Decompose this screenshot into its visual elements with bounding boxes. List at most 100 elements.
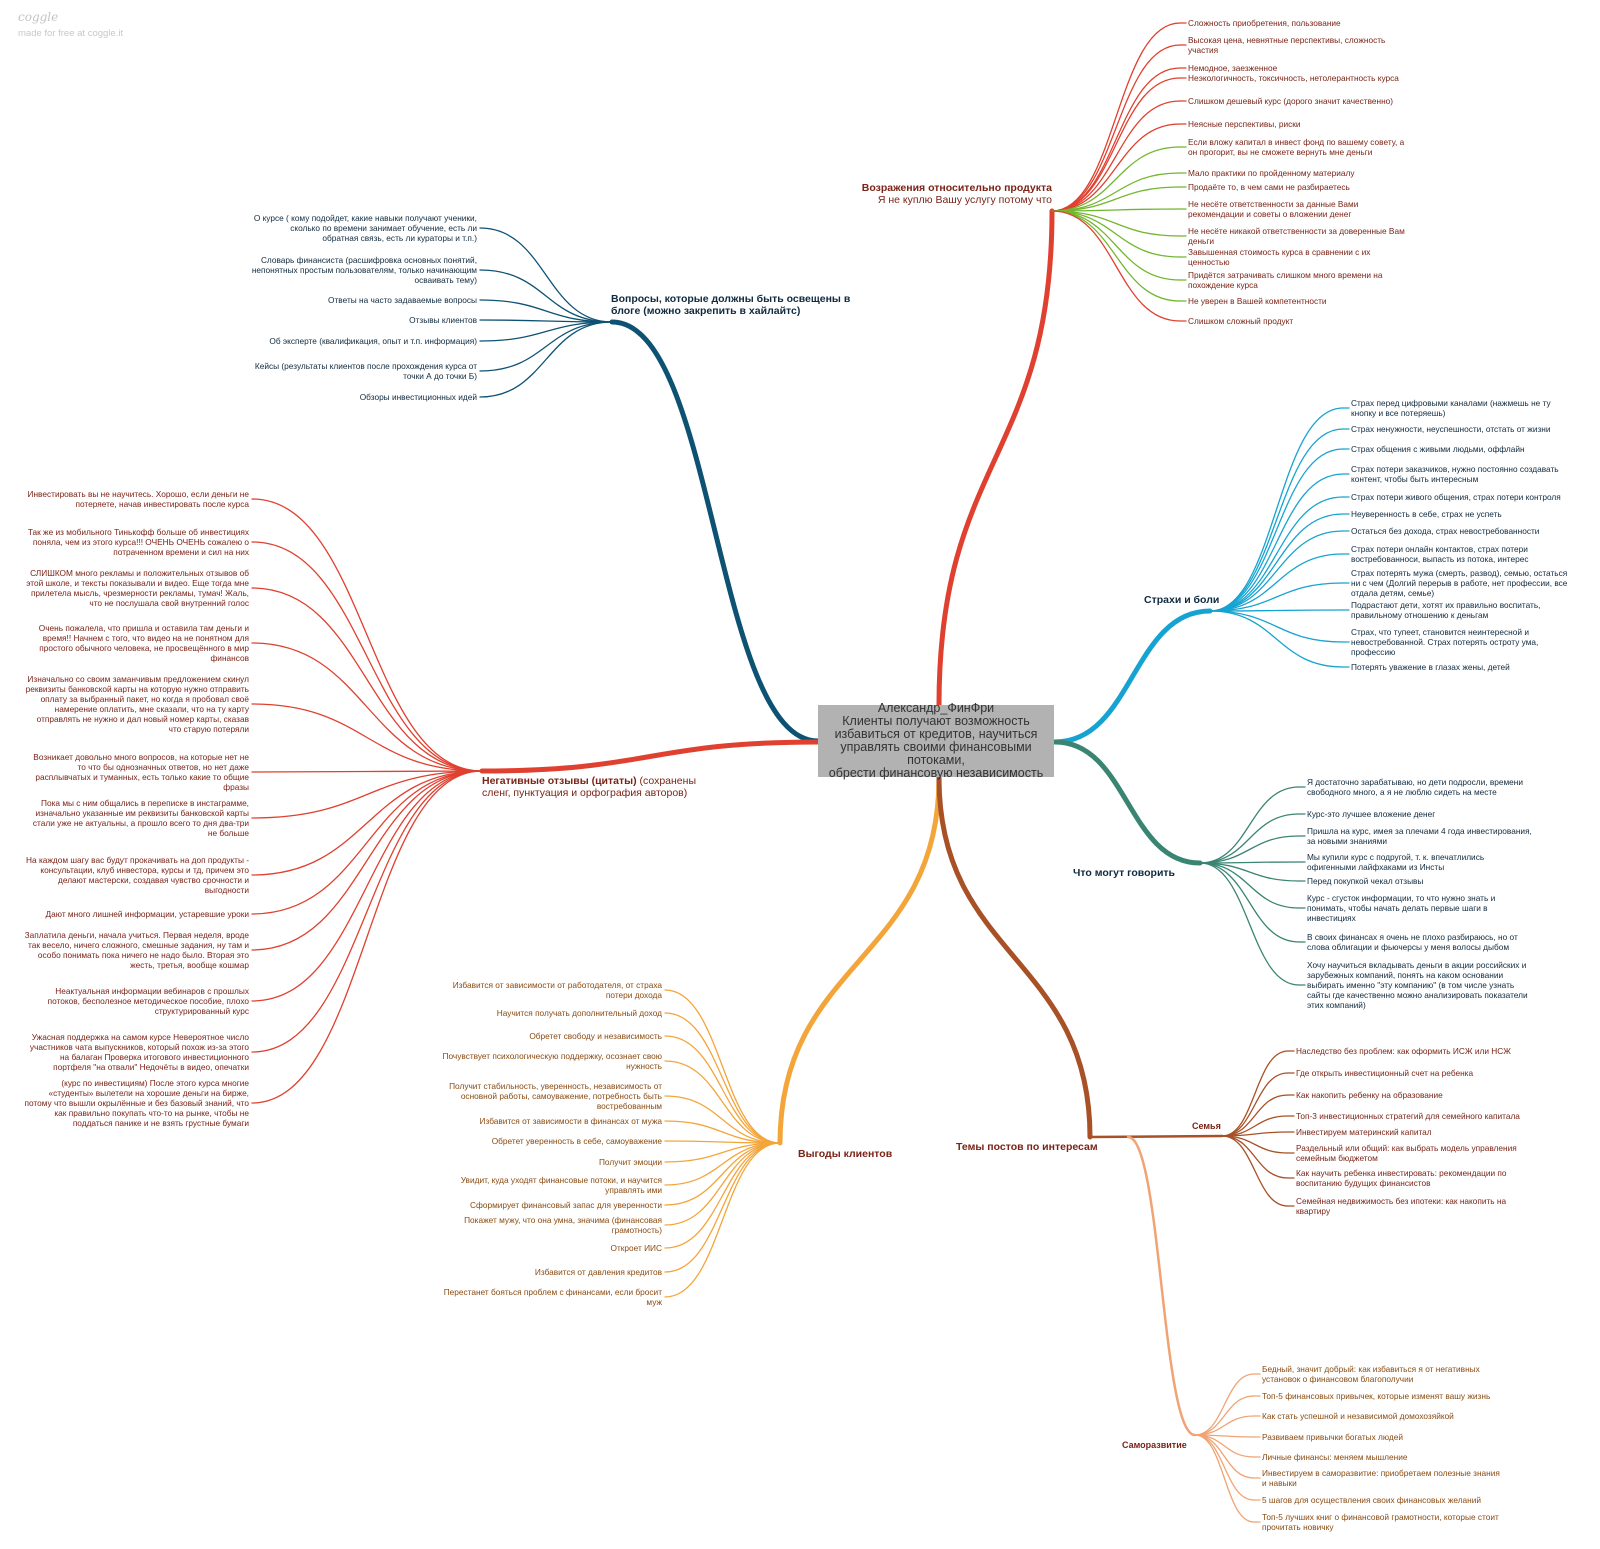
- objections-item[interactable]: Неясные перспективы, риски: [1188, 119, 1301, 129]
- benefits-item[interactable]: Избавится от зависимости в финансах от м…: [480, 1116, 662, 1126]
- family-item[interactable]: Наследство без проблем: как оформить ИСЖ…: [1296, 1046, 1511, 1056]
- objections-item[interactable]: Слишком сложный продукт: [1188, 316, 1293, 326]
- self-item-line: Бедный, значит добрый: как избавиться я …: [1262, 1364, 1480, 1374]
- benefits-item[interactable]: Избавится от зависимости от работодателя…: [453, 980, 662, 1000]
- self-item[interactable]: Личные финансы: меняем мышление: [1262, 1452, 1407, 1462]
- say-item[interactable]: Пришла на курс, имея за плечами 4 года и…: [1307, 826, 1532, 846]
- branch-negative[interactable]: Негативные отзывы (цитаты) (сохранены сл…: [482, 775, 696, 799]
- questions-item[interactable]: Кейсы (результаты клиентов после прохожд…: [255, 361, 477, 381]
- branch-fears[interactable]: Страхи и боли: [1144, 594, 1219, 606]
- objections-item[interactable]: Сложность приобретения, пользование: [1188, 18, 1341, 28]
- fears-item[interactable]: Потерять уважение в глазах жены, детей: [1351, 662, 1510, 672]
- questions-item[interactable]: О курсе ( кому подойдет, какие навыки по…: [254, 213, 477, 243]
- family-item[interactable]: Раздельный или общий: как выбрать модель…: [1296, 1143, 1517, 1163]
- fears-item[interactable]: Подрастают дети, хотят их правильно восп…: [1351, 600, 1540, 620]
- fears-item[interactable]: Страх потерять мужа (смерть, развод), се…: [1351, 568, 1567, 598]
- say-item[interactable]: В своих финансах я очень не плохо разбир…: [1307, 932, 1518, 952]
- family-connector: [1221, 1072, 1289, 1137]
- say-item[interactable]: Курс - сгусток информации, то что нужно …: [1307, 893, 1495, 923]
- family-item[interactable]: Топ-3 инвестиционных стратегий для семей…: [1296, 1111, 1520, 1121]
- self-item[interactable]: Инвестируем в саморазвитие: приобретаем …: [1262, 1468, 1500, 1488]
- benefits-item[interactable]: Обретет свободу и независимость: [529, 1031, 662, 1041]
- say-item[interactable]: Я достаточно зарабатываю, но дети подрос…: [1307, 777, 1523, 797]
- benefits-item[interactable]: Сформирует финансовый запас для уверенно…: [470, 1200, 662, 1210]
- branch-objections[interactable]: Возражения относительно продукта Я не ку…: [850, 182, 1052, 206]
- objections-item[interactable]: Слишком дешевый курс (дорого значит каче…: [1188, 96, 1393, 106]
- self-item[interactable]: Как стать успешной и независимой домохоз…: [1262, 1411, 1454, 1421]
- objections-item[interactable]: Если вложу капитал в инвест фонд по ваше…: [1188, 137, 1404, 157]
- fears-item[interactable]: Неуверенность в себе, страх не успеть: [1351, 509, 1502, 519]
- branch-topics[interactable]: Темы постов по интересам: [956, 1141, 1098, 1153]
- fears-item[interactable]: Страх ненужности, неуспешности, отстать …: [1351, 424, 1551, 434]
- family-item[interactable]: Как накопить ребенку на образование: [1296, 1090, 1443, 1100]
- negative-item[interactable]: Заплатила деньги, начала учиться. Первая…: [25, 930, 249, 970]
- fears-item[interactable]: Страх, что тупеет, становится неинтересн…: [1351, 627, 1538, 657]
- family-item[interactable]: Где открыть инвестиционный счет на ребен…: [1296, 1068, 1473, 1078]
- objections-item[interactable]: Завышенная стоимость курса в сравнении с…: [1188, 247, 1370, 267]
- self-item[interactable]: Топ-5 финансовых привычек, которые измен…: [1262, 1391, 1490, 1401]
- negative-item[interactable]: Ужасная поддержка на самом курсе Невероя…: [30, 1032, 249, 1072]
- objections-item[interactable]: Не несёте никакой ответственности за дов…: [1188, 226, 1405, 246]
- self-item[interactable]: Бедный, значит добрый: как избавиться я …: [1262, 1364, 1480, 1384]
- say-item[interactable]: Мы купили курс с подругой, т. к. впечатл…: [1307, 852, 1484, 872]
- questions-item[interactable]: Отзывы клиентов: [409, 315, 477, 325]
- benefits-item[interactable]: Покажет мужу, что она умна, значима (фин…: [464, 1215, 662, 1235]
- central-node[interactable]: Александр_ФинФри Клиенты получают возмож…: [818, 702, 1054, 780]
- fears-item[interactable]: Остаться без дохода, страх невостребован…: [1351, 526, 1539, 536]
- objections-item[interactable]: Немодное, заезженное: [1188, 63, 1277, 73]
- negative-item[interactable]: СЛИШКОМ много рекламы и положительных от…: [26, 568, 249, 608]
- negative-item-line: отправлять не нужно и дал новый номер ка…: [36, 714, 249, 724]
- objections-item[interactable]: Неэкологичность, токсичность, нетолерант…: [1188, 73, 1399, 83]
- negative-item[interactable]: (курс по инвестициям) После этого курса …: [24, 1078, 249, 1128]
- fears-item-line: кнопку и все потеряешь): [1351, 408, 1446, 418]
- negative-item[interactable]: Инвестировать вы не научитесь. Хорошо, е…: [28, 489, 249, 509]
- benefits-item[interactable]: Получит стабильность, уверенность, незав…: [449, 1081, 662, 1111]
- branch-family[interactable]: Семья: [1192, 1121, 1221, 1131]
- branch-questions[interactable]: Вопросы, которые должны быть освещены в …: [611, 293, 850, 317]
- benefits-item[interactable]: Увидит, куда уходят финансовые потоки, и…: [461, 1175, 662, 1195]
- questions-item[interactable]: Словарь финансиста (расшифровка основных…: [252, 255, 477, 285]
- fears-item[interactable]: Страх потери живого общения, страх потер…: [1351, 492, 1561, 502]
- negative-item[interactable]: На каждом шагу вас будут прокачивать на …: [26, 855, 249, 895]
- objections-item[interactable]: Продаёте то, в чем сами не разбираетесь: [1188, 182, 1350, 192]
- branch-say[interactable]: Что могут говорить: [1073, 867, 1175, 879]
- objections-item[interactable]: Не уверен в Вашей компетентности: [1188, 296, 1327, 306]
- family-item[interactable]: Инвестируем материнский капитал: [1296, 1127, 1432, 1137]
- self-item[interactable]: 5 шагов для осуществления своих финансов…: [1262, 1495, 1481, 1505]
- negative-item[interactable]: Пока мы с ним общались в переписке в инс…: [33, 798, 249, 838]
- objections-item[interactable]: Не несёте ответственности за данные Вами…: [1188, 199, 1358, 219]
- self-item[interactable]: Развиваем привычки богатых людей: [1262, 1432, 1403, 1442]
- questions-item-line: Кейсы (результаты клиентов после прохожд…: [254, 361, 477, 371]
- questions-item[interactable]: Обзоры инвестиционных идей: [360, 392, 477, 402]
- negative-item[interactable]: Так же из мобильного Тинькофф больше об …: [28, 527, 249, 557]
- negative-item[interactable]: Очень пожалела, что пришла и оставила та…: [39, 623, 249, 663]
- objections-item[interactable]: Придётся затрачивать слишком много време…: [1188, 270, 1383, 290]
- questions-item[interactable]: Об эксперте (квалификация, опыт и т.п. и…: [269, 336, 477, 346]
- family-item[interactable]: Семейная недвижимость без ипотеки: как н…: [1296, 1196, 1506, 1216]
- branch-self[interactable]: Саморазвитие: [1122, 1440, 1187, 1450]
- benefits-item[interactable]: Откроет ИИС: [611, 1243, 662, 1253]
- benefits-item[interactable]: Почувствует психологическую поддержку, о…: [443, 1051, 662, 1071]
- benefits-item[interactable]: Перестанет бояться проблем с финансами, …: [444, 1287, 662, 1307]
- self-item[interactable]: Топ-5 лучших книг о финансовой грамотнос…: [1262, 1512, 1499, 1532]
- fears-item[interactable]: Страх общения с живыми людьми, оффлайн: [1351, 444, 1525, 454]
- negative-item[interactable]: Неактуальная информации вебинаров с прош…: [48, 986, 249, 1016]
- fears-item[interactable]: Страх потери онлайн контактов, страх пот…: [1351, 544, 1528, 564]
- benefits-item[interactable]: Избавится от давления кредитов: [535, 1267, 662, 1277]
- fears-item[interactable]: Страх потери заказчиков, нужно постоянно…: [1351, 464, 1559, 484]
- family-item[interactable]: Как научить ребенка инвестировать: реком…: [1296, 1168, 1507, 1188]
- negative-item[interactable]: Изначально со своим заманчивым предложен…: [26, 674, 249, 734]
- say-item[interactable]: Курс-это лучшее вложение денег: [1307, 809, 1435, 819]
- questions-item[interactable]: Ответы на часто задаваемые вопросы: [328, 295, 477, 305]
- branch-benefits[interactable]: Выгоды клиентов: [798, 1148, 892, 1160]
- say-item[interactable]: Хочу научиться вкладывать деньги в акции…: [1307, 960, 1528, 1010]
- negative-item[interactable]: Возникает довольно много вопросов, на ко…: [33, 752, 249, 792]
- objections-item[interactable]: Высокая цена, невнятные перспективы, сло…: [1188, 35, 1385, 55]
- say-item[interactable]: Перед покупкой чекал отзывы: [1307, 876, 1423, 886]
- fears-item[interactable]: Страх перед цифровыми каналами (нажмешь …: [1351, 398, 1551, 418]
- benefits-item[interactable]: Получит эмоции: [599, 1157, 662, 1167]
- objections-item[interactable]: Мало практики по пройденному материалу: [1188, 168, 1355, 178]
- benefits-item[interactable]: Обретет уверенность в себе, самоуважение: [492, 1136, 662, 1146]
- benefits-item[interactable]: Научится получать дополнительный доход: [497, 1008, 662, 1018]
- negative-item[interactable]: Дают много лишней информации, устаревшие…: [46, 909, 249, 919]
